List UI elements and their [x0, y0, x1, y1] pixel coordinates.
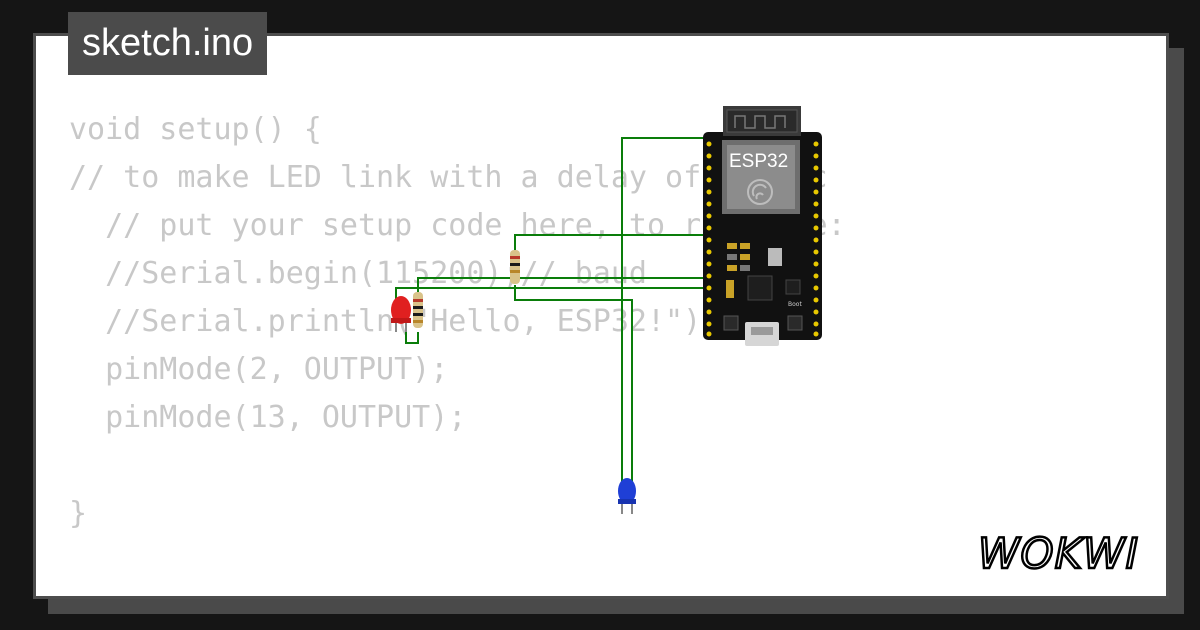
esp32-chip-label: ESP32: [729, 151, 788, 172]
wire-red-resistor-b: [417, 277, 708, 292]
sketch-filename-tab[interactable]: sketch.ino: [68, 12, 268, 75]
red-led-icon[interactable]: [391, 296, 411, 332]
code-line: pinMode(2, OUTPUT);: [69, 352, 449, 387]
usb-port-icon[interactable]: [745, 322, 779, 346]
wokwi-logo-text: WOKWI: [978, 529, 1139, 578]
pin-header-right: [813, 141, 819, 337]
esp32-board-icon[interactable]: ESP32: [703, 106, 822, 346]
wifi-antenna-icon: [747, 179, 773, 205]
wire-blue-led-right: [514, 285, 633, 513]
code-line: //Serial.begin(115200);// baud: [69, 256, 647, 291]
code-line: //Serial.println("Hello, ESP32!");: [105, 304, 720, 339]
code-line: void loop() {: [69, 586, 846, 596]
pin-header-left: [706, 141, 712, 337]
code-line: pinMode(13, OUTPUT);: [69, 400, 467, 435]
resistor-icon[interactable]: [510, 250, 520, 284]
board-silkscreen-boot: Boot: [788, 301, 802, 308]
code-line: void setup() {: [69, 112, 322, 147]
wire-red-led-a: [395, 287, 708, 330]
code-card: void setup() {// to make LED link with a…: [33, 33, 1169, 599]
wokwi-logo: WOKWI: [977, 528, 1140, 580]
blue-led-icon[interactable]: [618, 478, 636, 514]
code-listing: void setup() {// to make LED link with a…: [69, 106, 846, 596]
board-components: [723, 243, 803, 331]
code-line: }: [69, 496, 88, 531]
wire-red-led-leg: [405, 325, 419, 344]
red-led-resistor-icon[interactable]: [413, 292, 423, 328]
